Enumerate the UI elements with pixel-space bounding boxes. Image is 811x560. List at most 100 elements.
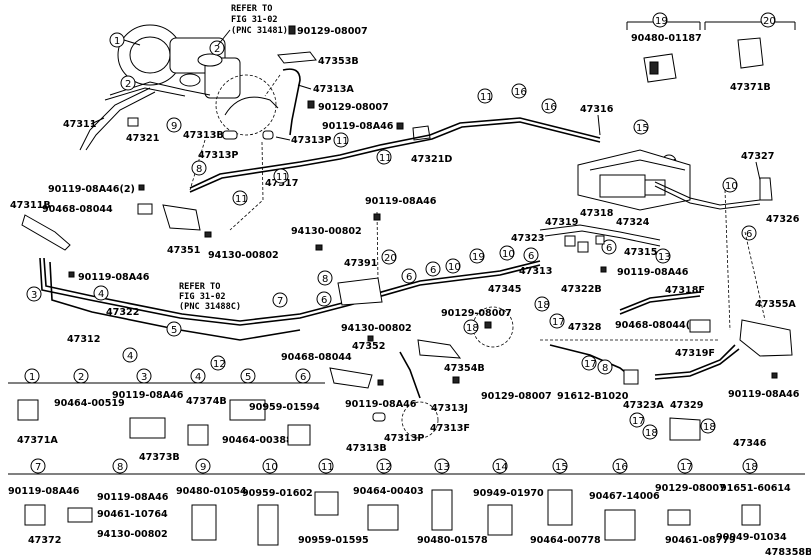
part-label: 90119-08A46 xyxy=(322,121,394,132)
part-label: 47326 xyxy=(766,214,800,225)
callout-3: 3 xyxy=(26,286,42,302)
refer-note-line: FIG 31-02 xyxy=(179,292,226,302)
svg-text:10: 10 xyxy=(502,249,515,260)
svg-text:18: 18 xyxy=(537,300,550,311)
svg-text:18: 18 xyxy=(703,422,716,433)
part-label: 90959-01602 xyxy=(242,488,313,499)
callout-7: 7 xyxy=(272,292,288,308)
part-label: 47352 xyxy=(352,341,385,352)
part-label: 47315 xyxy=(624,247,657,258)
part-label: 47371A xyxy=(17,435,58,446)
legend-16: 16 90467-14006 xyxy=(589,458,660,541)
part-label: 47328 xyxy=(568,322,602,333)
callout-19: 19 xyxy=(469,248,485,264)
callout-6-f: 6 xyxy=(523,247,539,263)
part-label: 90480-01054 xyxy=(176,486,247,497)
callout-13: 13 xyxy=(655,248,671,264)
legend-number: 5 xyxy=(245,372,251,383)
bolt-icon xyxy=(288,25,296,35)
callout-12: 12 xyxy=(210,355,226,371)
callout-6-a: 6 xyxy=(601,239,617,255)
callout-6-b: 6 xyxy=(741,225,757,241)
legend-number: 1 xyxy=(29,372,35,383)
part-label: 47324 xyxy=(616,217,650,228)
part-label: 90129-08007 xyxy=(297,26,368,37)
legend-number: 2 xyxy=(78,372,84,383)
legend-13: 13 90480-01578 xyxy=(417,458,488,546)
svg-text:6: 6 xyxy=(528,251,534,262)
callout-6-e: 6 xyxy=(425,261,441,277)
part-label: 47372 xyxy=(28,535,61,546)
refer-note-line: REFER TO xyxy=(179,282,220,292)
svg-text:17: 17 xyxy=(552,317,565,328)
refer-note-line: (PNC 31488C) xyxy=(179,302,241,312)
legend-number: 18 xyxy=(745,462,758,473)
part-label: 47313P xyxy=(198,150,238,161)
svg-text:6: 6 xyxy=(606,243,612,254)
callout-17-c: 17 xyxy=(629,412,645,428)
legend-number: 9 xyxy=(200,462,206,473)
svg-text:15: 15 xyxy=(636,123,649,134)
part-label: 90129-08007 xyxy=(655,483,726,494)
svg-text:11: 11 xyxy=(336,136,349,147)
legend-number: 6 xyxy=(300,372,306,383)
part-label: 90119-08A46 xyxy=(345,399,417,410)
part-label: 90949-01034 xyxy=(716,532,787,543)
part-label: 47311 xyxy=(63,119,97,130)
part-label: 90959-01595 xyxy=(298,535,369,546)
legend-8: 8 90119-08A46 90461-10764 94130-00802 xyxy=(67,458,169,540)
legend-6: 6 90959-01594 xyxy=(249,368,320,446)
legend-18: 18 91651-60614 90949-01034 xyxy=(716,458,791,543)
svg-text:6: 6 xyxy=(321,295,327,306)
callout-10-a: 10 xyxy=(722,177,738,193)
part-label: 90464-00403 xyxy=(353,486,424,497)
svg-text:5: 5 xyxy=(171,325,177,336)
callout-11-c: 11 xyxy=(376,149,392,165)
svg-text:19: 19 xyxy=(472,252,485,263)
part-label: 47321 xyxy=(126,133,160,144)
callout-2b: 2 xyxy=(120,75,136,91)
svg-text:11: 11 xyxy=(276,172,289,183)
part-label: 47319F xyxy=(675,348,715,359)
part-label: 47345 xyxy=(488,284,521,295)
part-label: 90129-08007 xyxy=(481,391,552,402)
legend-1: 1 47371A xyxy=(17,368,58,446)
callout-1: 1 xyxy=(109,32,141,48)
refer-note-line: FIG 31-02 xyxy=(231,15,278,25)
part-label: 90468-08044(2) xyxy=(615,320,701,331)
part-label: 47351 xyxy=(167,245,201,256)
callout-10-b: 10 xyxy=(445,258,461,274)
svg-text:12: 12 xyxy=(213,359,226,370)
part-label: 47374B xyxy=(186,396,227,407)
part-label: 47322 xyxy=(106,307,139,318)
part-label: 90461-08779 xyxy=(665,535,736,546)
part-label: 47313F xyxy=(430,423,470,434)
svg-text:2: 2 xyxy=(214,44,220,55)
part-label: 47391 xyxy=(344,258,378,269)
part-label: 90119-08A46 xyxy=(8,486,80,497)
legend-12: 12 90464-00403 xyxy=(353,458,424,531)
master-cylinder-illustration xyxy=(104,24,241,101)
legend-number: 19 xyxy=(655,16,668,27)
callout-4-a: 4 xyxy=(93,285,109,301)
callout-8-a: 8 xyxy=(191,160,207,176)
legend-number: 4 xyxy=(195,372,201,383)
legend-row-1: 1 47371A 2 90464-00519 3 90119-08A46 473… xyxy=(8,368,325,463)
part-label: 47354B xyxy=(444,363,485,374)
part-label: 47323A xyxy=(623,400,664,411)
part-label: 90119-08A46 xyxy=(97,492,169,503)
legend-2: 2 90464-00519 xyxy=(54,368,125,409)
part-label: 90464-00519 xyxy=(54,398,125,409)
part-label: 47355A xyxy=(755,299,796,310)
callout-11-e: 11 xyxy=(273,168,289,184)
svg-text:6: 6 xyxy=(430,265,436,276)
legend-number: 13 xyxy=(437,462,450,473)
legend-number: 15 xyxy=(555,462,568,473)
part-label: 47329 xyxy=(670,400,704,411)
legend-5: 5 90464-00388 xyxy=(222,368,293,446)
part-label: 90959-01594 xyxy=(249,402,320,413)
callout-16-a: 16 xyxy=(511,83,527,99)
legend-14: 14 90949-01970 xyxy=(473,458,544,536)
legend-9: 9 90480-01054 xyxy=(176,458,247,541)
